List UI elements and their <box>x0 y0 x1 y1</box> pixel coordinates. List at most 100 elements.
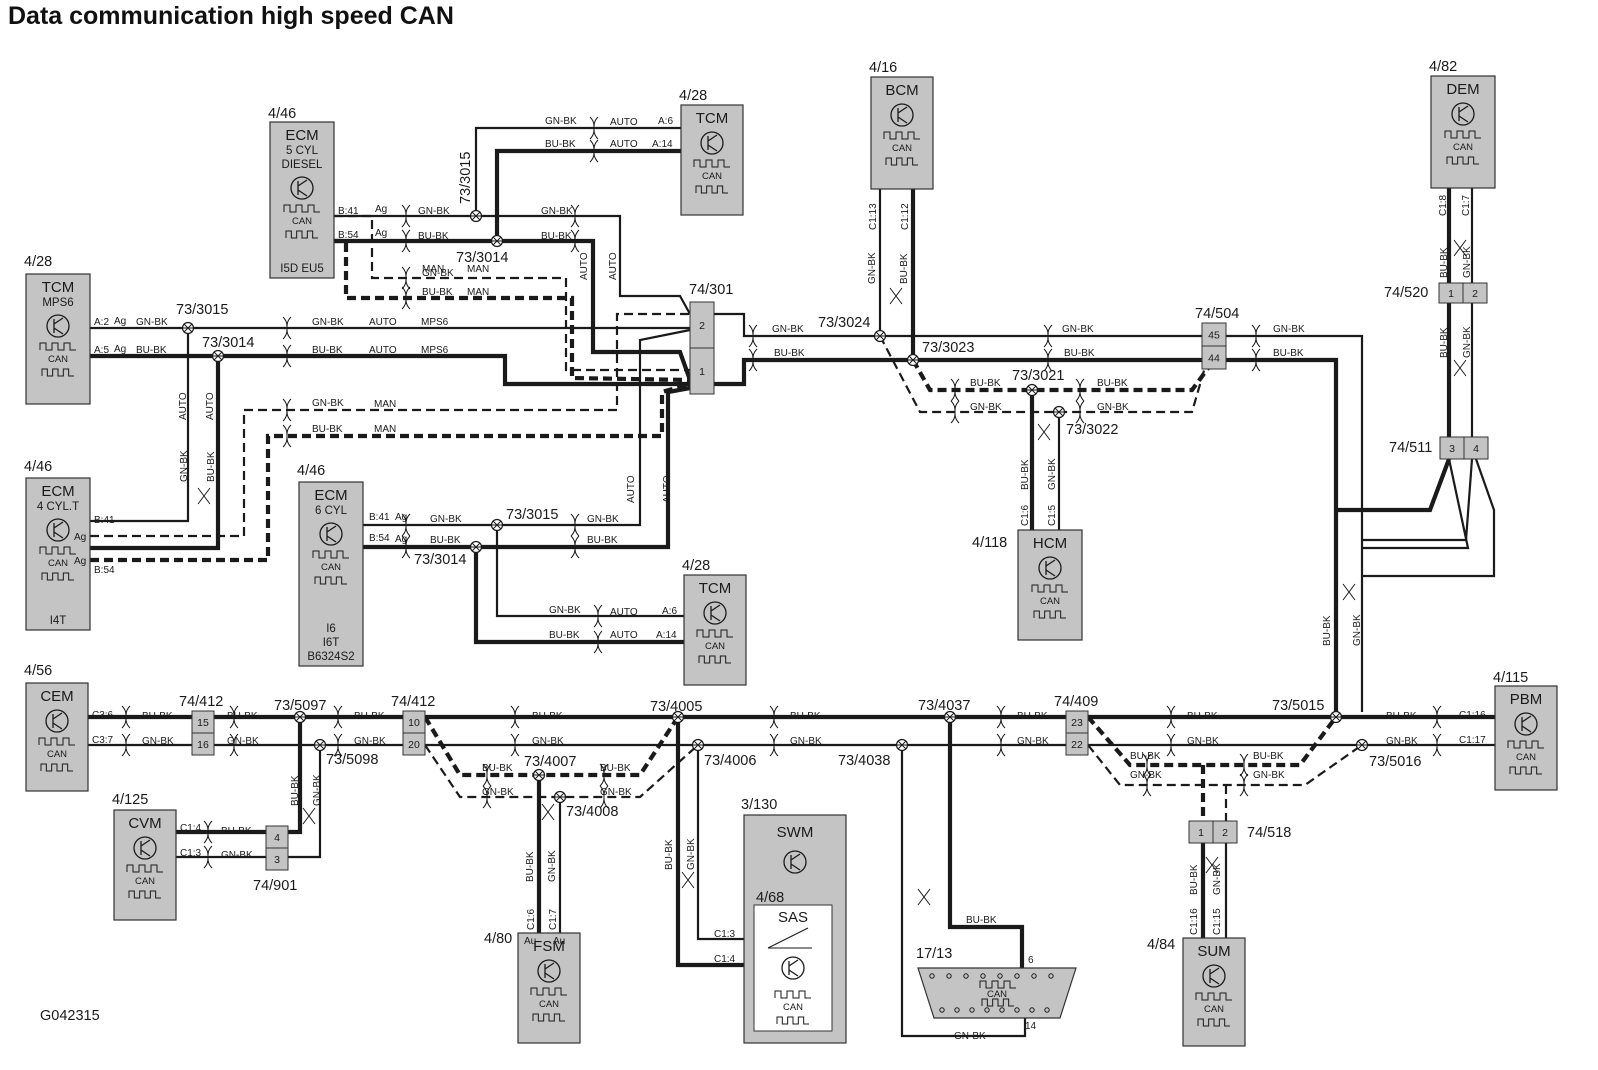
wire-color-label: GN-BK <box>1047 458 1058 490</box>
splice-point <box>490 518 504 532</box>
wire <box>900 745 1027 1038</box>
connector-pin: 2 <box>1222 827 1228 839</box>
wire-color-label: BU-BK <box>227 711 258 722</box>
module-ref: 4/28 <box>682 558 710 574</box>
twist-stroke <box>229 733 239 757</box>
twist-stroke <box>589 116 599 140</box>
twist-marker <box>510 733 520 757</box>
twist-stroke <box>599 785 609 809</box>
connector-ref: 74/504 <box>1195 306 1239 322</box>
twist-marker <box>401 229 411 253</box>
pin-label: C1:3 <box>180 848 202 859</box>
splice-cross <box>212 351 224 361</box>
can-label: CAN <box>1040 596 1060 607</box>
twist-stroke <box>1166 733 1176 757</box>
twist-stroke <box>203 845 213 869</box>
module-ref: 4/115 <box>1493 670 1528 686</box>
transistor-symbol <box>788 959 799 977</box>
twist-marker <box>1142 753 1152 777</box>
pin-label: C3:7 <box>92 735 114 746</box>
splice-cross <box>1053 407 1065 417</box>
connector-pin: 44 <box>1208 353 1220 365</box>
splice-point <box>1025 383 1039 397</box>
wire-color-label: BU-BK <box>206 451 217 482</box>
diagram-title: Data communication high speed CAN <box>8 2 454 30</box>
splice-ref: 73/3021 <box>1012 368 1064 384</box>
wire-color-label: GN-BK <box>312 774 323 806</box>
splice-point <box>1355 738 1369 752</box>
splice-cross <box>1026 385 1038 395</box>
pin-label: B:54 <box>94 565 115 576</box>
dlc-pin <box>929 973 935 979</box>
dlc-pin <box>999 1007 1005 1013</box>
twist-stroke <box>950 378 960 402</box>
connector-pin: 3 <box>274 854 280 866</box>
splice-point <box>1329 710 1343 724</box>
transistor-ring <box>1038 556 1062 580</box>
can-label: CAN <box>135 876 155 887</box>
wire-color-label: GN-BK <box>1130 770 1162 781</box>
transistor-ring <box>45 709 69 733</box>
dlc-pin <box>980 973 986 979</box>
transistor-icon <box>46 314 70 338</box>
transistor-symbol <box>326 525 337 543</box>
connector-ref: 74/518 <box>1247 825 1291 841</box>
twist-marker <box>282 316 292 340</box>
pin-label: A:5 <box>94 345 109 356</box>
ground-tag: Ag <box>375 204 387 215</box>
twist-marker <box>229 733 239 757</box>
dlc-pin <box>969 1007 975 1013</box>
can-label: CAN <box>1516 752 1536 763</box>
module-name: ECM <box>285 127 318 144</box>
wire <box>334 214 690 372</box>
wire-color-label: GN-BK <box>545 116 577 127</box>
splice-point <box>943 710 957 724</box>
dlc-pin <box>963 973 969 979</box>
connector-cell <box>689 301 715 349</box>
twist-stroke <box>570 229 580 253</box>
module-foot: I4T <box>50 615 67 627</box>
module-name: SWM <box>777 824 814 841</box>
splice-cross <box>1330 712 1342 722</box>
twist-stroke <box>589 139 599 163</box>
twist-marker <box>996 705 1006 729</box>
twist-markers-layer <box>121 116 1467 906</box>
pin-label: C1:4 <box>714 954 736 965</box>
connector-cell <box>1212 820 1238 844</box>
pin-label: A:2 <box>94 317 109 328</box>
twist-marker <box>917 888 931 906</box>
twist-marker <box>401 535 411 559</box>
twist-marker <box>589 116 599 140</box>
splice-point <box>906 353 920 367</box>
connector-ref: 74/409 <box>1054 694 1098 710</box>
twist-stroke <box>917 888 931 906</box>
wire-color-label: BU-BK <box>142 711 173 722</box>
twist-marker <box>748 348 758 372</box>
wire <box>494 148 681 241</box>
splice-ref: 73/3014 <box>202 335 254 351</box>
transistor-ring <box>1451 102 1475 126</box>
wire-color-label: GN-BK <box>1017 736 1049 747</box>
wire-color-label: BU-BK <box>664 839 675 870</box>
splices-layer <box>181 209 1369 804</box>
square-wave-icon <box>1195 992 1232 1001</box>
module-ref: 4/56 <box>24 663 52 679</box>
module-variant: MPS6 <box>42 297 73 309</box>
splice-ref: 73/3015 <box>506 507 558 523</box>
connector-pin: 1 <box>1448 288 1454 300</box>
twist-stroke <box>996 705 1006 729</box>
wire <box>1086 715 1338 768</box>
splice-ref: 73/3015 <box>458 152 474 204</box>
transistor-icon <box>45 709 69 733</box>
dlc-pin <box>1031 973 1037 979</box>
wire-color-label: BU-BK <box>1439 247 1450 278</box>
twist-stroke <box>769 733 779 757</box>
